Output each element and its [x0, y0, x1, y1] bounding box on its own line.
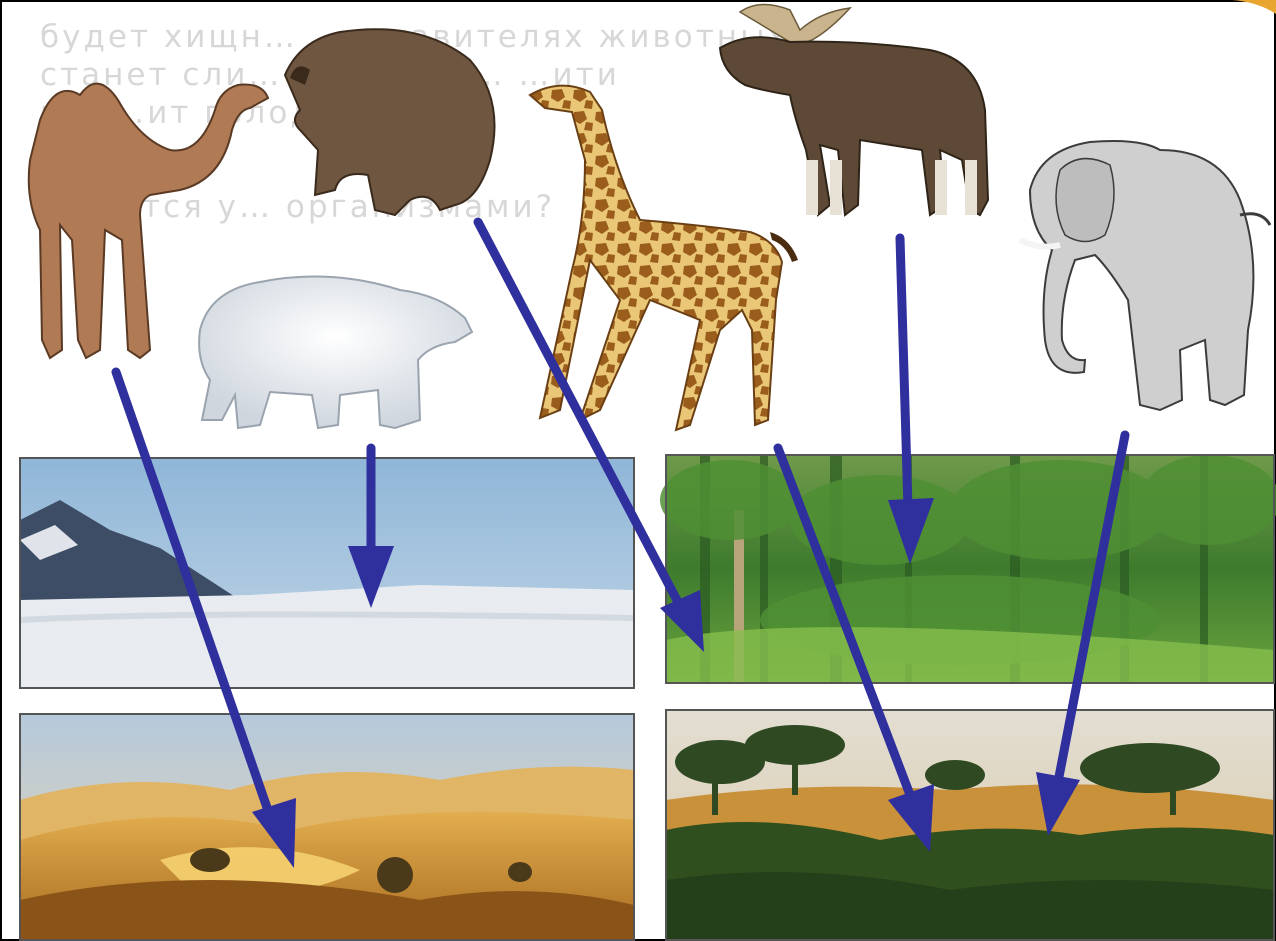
- polar-bear-illustration: [199, 277, 472, 428]
- habitat-arctic: [20, 458, 634, 688]
- habitat-forest: [660, 455, 1276, 683]
- moose-illustration: [720, 4, 988, 215]
- habitat-savanna: [666, 710, 1274, 940]
- corner-decoration: [1232, 0, 1276, 14]
- brown-bear-illustration: [285, 29, 495, 215]
- giraffe-illustration: [530, 86, 798, 430]
- elephant-illustration: [1020, 141, 1270, 410]
- habitat-desert: [20, 714, 634, 940]
- arrow-moose-to-forest: [888, 238, 934, 564]
